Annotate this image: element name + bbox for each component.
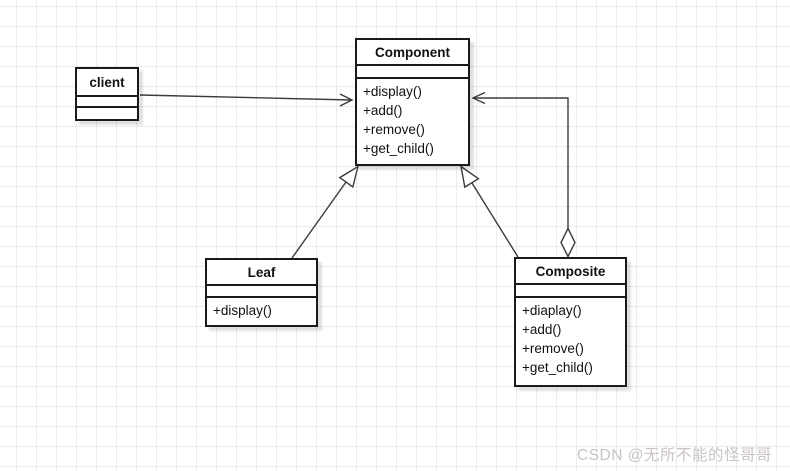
class-leaf-title: Leaf — [207, 260, 316, 286]
class-composite-attributes-compartment — [516, 285, 625, 298]
open-arrow-icon — [471, 91, 486, 105]
class-client-title: client — [77, 69, 137, 97]
class-component[interactable]: Component +display() +add() +remove() +g… — [355, 38, 470, 166]
class-component-attributes-compartment — [357, 66, 468, 79]
edge-generalization-leaf-component[interactable] — [291, 165, 360, 259]
watermark: CSDN @无所不能的怪哥哥 — [577, 447, 772, 464]
hollow-diamond-icon — [560, 226, 576, 259]
class-composite-methods-compartment: +diaplay() +add() +remove() +get_child() — [516, 298, 625, 385]
hollow-triangle-icon — [460, 164, 480, 189]
edge-association-client-component[interactable] — [139, 93, 354, 107]
class-client[interactable]: client — [75, 67, 139, 121]
hollow-triangle-icon — [338, 165, 360, 189]
class-composite[interactable]: Composite +diaplay() +add() +remove() +g… — [514, 257, 627, 387]
class-client-attributes-compartment — [77, 97, 137, 108]
method-label: +display() — [363, 84, 422, 99]
edge-aggregation-composite-component[interactable] — [471, 91, 576, 259]
class-leaf-methods-compartment: +display() — [207, 298, 316, 325]
method-label: +add() — [522, 322, 562, 337]
class-composite-title: Composite — [516, 259, 625, 285]
edge-generalization-composite-component[interactable] — [460, 164, 519, 258]
class-leaf-attributes-compartment — [207, 286, 316, 298]
method-label: +display() — [213, 303, 272, 318]
class-leaf[interactable]: Leaf +display() — [205, 258, 318, 327]
method-label: +remove() — [363, 122, 425, 137]
class-component-title: Component — [357, 40, 468, 66]
method-label: +remove() — [522, 341, 584, 356]
method-label: +add() — [363, 103, 403, 118]
method-label: +diaplay() — [522, 303, 582, 318]
class-client-methods-compartment — [77, 108, 137, 119]
method-label: +get_child() — [522, 360, 593, 375]
class-component-methods-compartment: +display() +add() +remove() +get_child() — [357, 79, 468, 164]
method-label: +get_child() — [363, 141, 434, 156]
open-arrow-icon — [339, 93, 354, 107]
